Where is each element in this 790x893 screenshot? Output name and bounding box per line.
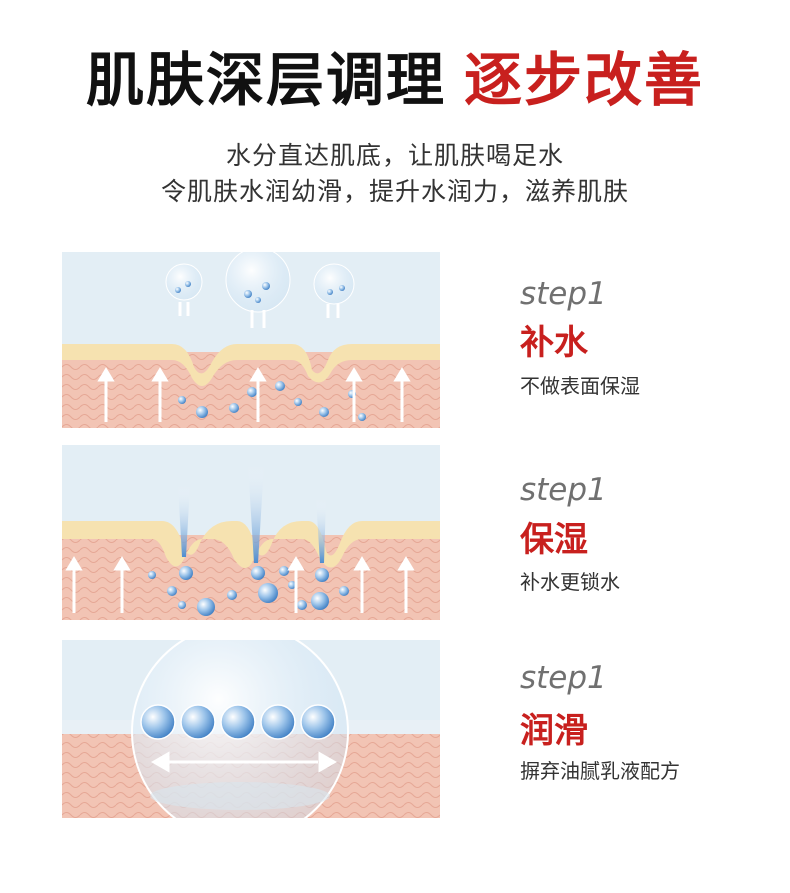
headline-black: 肌肤深层调理 — [85, 46, 446, 114]
smooth-illustration-svg — [62, 640, 440, 818]
moisturize-illustration-svg — [62, 445, 440, 620]
subtitle-line-1: 水分直达肌底，让肌肤喝足水 — [225, 141, 564, 170]
step-desc-3: 摒弃油腻乳液配方 — [520, 759, 680, 783]
hydrate-illustration-svg — [62, 252, 440, 428]
step-desc-1: 不做表面保湿 — [520, 374, 640, 398]
step-label-3: step1 — [520, 660, 607, 696]
subtitle-line-2: 令肌肤水润幼滑，提升水润力，滋养肌肤 — [160, 177, 629, 206]
illustration-hydrate — [62, 252, 440, 428]
step-label-2: step1 — [520, 472, 607, 508]
illustration-moisturize — [62, 445, 440, 620]
step-title-smooth: 润滑 — [520, 711, 588, 751]
step-desc-2: 补水更锁水 — [520, 570, 620, 594]
step-label-1: step1 — [520, 276, 607, 312]
illustration-smooth — [62, 640, 440, 818]
step-title-moisturize: 保湿 — [520, 520, 588, 560]
step-title-hydrate: 补水 — [520, 323, 588, 363]
headline-red: 逐步改善 — [464, 46, 705, 114]
page-headline: 肌肤深层调理逐步改善 — [0, 44, 790, 116]
